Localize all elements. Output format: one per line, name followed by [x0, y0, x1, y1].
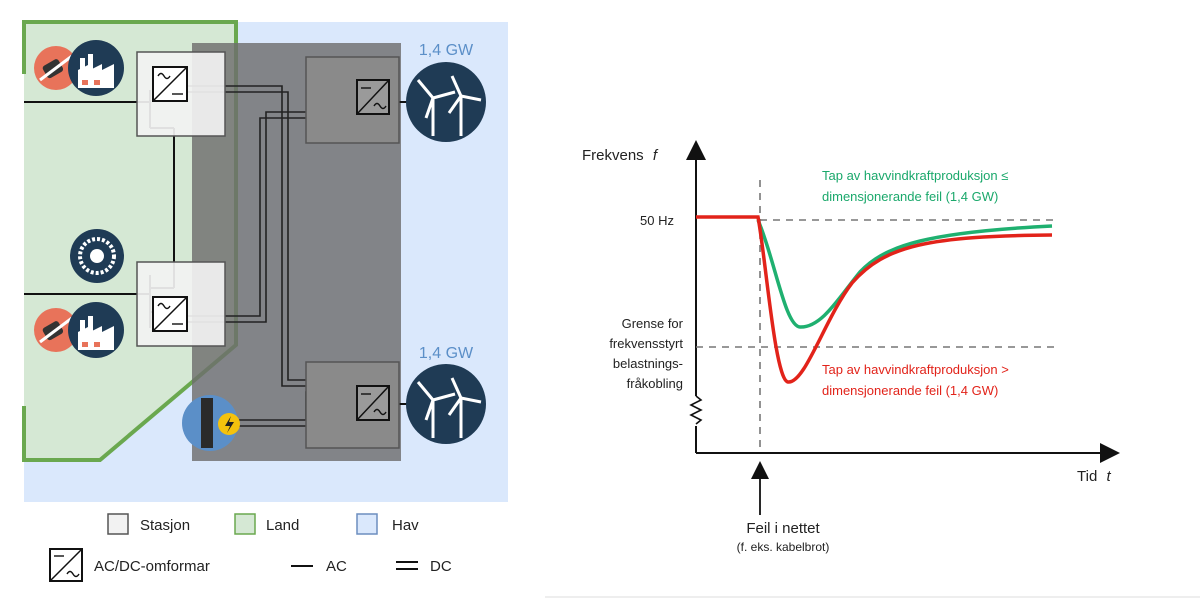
curve-green	[756, 219, 1053, 329]
legend: Stasjon Land Hav AC/DC-omformar AC DC	[49, 513, 452, 582]
converter-sea-bottom	[356, 385, 390, 421]
legend-swatch-sea	[356, 513, 378, 535]
legend-converter: AC/DC-omformar	[94, 558, 210, 575]
x-axis-label: Tid t	[1077, 468, 1111, 485]
legend-dc: DC	[430, 558, 452, 575]
unplug-icon	[34, 46, 78, 90]
red-note-1: Tap av havvindkraftproduksjon >	[822, 362, 1009, 377]
legend-converter-icon	[49, 548, 83, 582]
legend-land: Land	[266, 517, 299, 534]
factory-icon	[68, 40, 124, 96]
limit-label-3: belastnings-	[613, 356, 683, 371]
cable-fault-icon	[182, 395, 240, 451]
converter-land-top	[152, 66, 188, 102]
y-axis-label: Frekvens f	[582, 147, 659, 164]
legend-ac: AC	[326, 558, 347, 575]
x-axis-symbol: t	[1106, 468, 1111, 485]
wind-farm-icon	[406, 364, 486, 444]
capacity-label-bottom: 1,4 GW	[419, 345, 474, 362]
limit-label-4: fråkobling	[627, 376, 683, 391]
limit-label-1: Grense for	[622, 316, 684, 331]
y-axis-label-text: Frekvens	[582, 147, 644, 164]
legend-station: Stasjon	[140, 517, 190, 534]
legend-sea: Hav	[392, 517, 419, 534]
curve-red	[696, 215, 1053, 384]
green-note-2: dimensjonerande feil (1,4 GW)	[822, 189, 998, 204]
x-axis-label-text: Tid	[1077, 468, 1097, 485]
converter-land-bottom	[152, 296, 188, 332]
fault-sublabel: (f. eks. kabelbrot)	[737, 540, 830, 554]
factory-icon	[68, 302, 124, 358]
capacity-label-top: 1,4 GW	[419, 42, 474, 59]
green-note-1: Tap av havvindkraftproduksjon ≤	[822, 168, 1008, 183]
frequency-chart: Frekvens f Tid t 50 Hz Grense for frekve…	[582, 140, 1120, 554]
fault-label: Feil i nettet	[746, 520, 820, 537]
legend-swatch-station	[107, 513, 129, 535]
converter-sea-top	[356, 79, 390, 115]
legend-swatch-land	[234, 513, 256, 535]
level-50hz-label: 50 Hz	[640, 213, 674, 228]
unplug-icon	[34, 308, 78, 352]
axis-break	[689, 395, 703, 425]
grid-diagram: 1,4 GW 1,4 GW	[22, 20, 508, 502]
red-note-2: dimensjonerande feil (1,4 GW)	[822, 383, 998, 398]
hydro-turbine-icon	[70, 229, 124, 283]
wind-farm-icon	[406, 62, 486, 142]
y-axis-symbol: f	[653, 147, 659, 164]
limit-label-2: frekvensstyrt	[609, 336, 683, 351]
